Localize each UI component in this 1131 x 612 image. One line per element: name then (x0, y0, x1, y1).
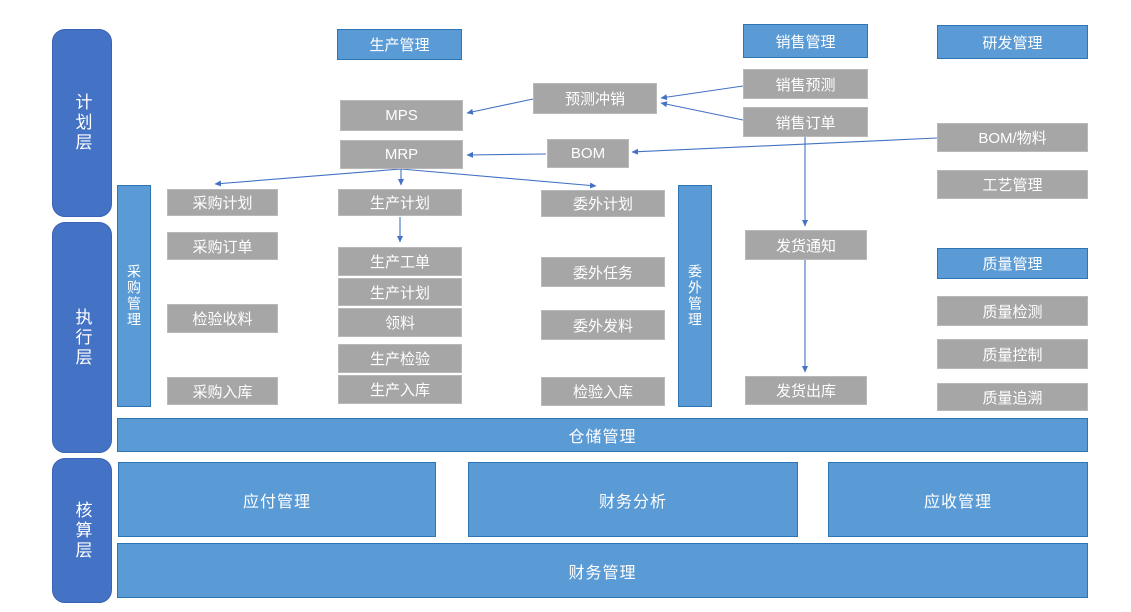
inspect-in-box: 检验入库 (541, 377, 665, 406)
forecast-offset-box: 预测冲销 (533, 83, 657, 114)
rd-mgmt-box: 研发管理 (937, 25, 1088, 59)
finance-mgmt-bar: 财务管理 (117, 543, 1088, 598)
process-mgmt-box: 工艺管理 (937, 170, 1088, 199)
bom-box: BOM (547, 139, 629, 168)
delivery-notice-box: 发货通知 (745, 230, 867, 260)
sales-forecast-box: 销售预测 (743, 69, 868, 99)
purchase-plan-box: 采购计划 (167, 189, 278, 216)
outsource-task-box: 委外任务 (541, 257, 665, 287)
payable-mgmt-box: 应付管理 (118, 462, 436, 537)
purchase-mgmt-bar: 采购管理 (117, 185, 151, 407)
prod-plan-box: 生产计划 (338, 189, 462, 216)
quality-inspect-box: 质量检测 (937, 296, 1088, 326)
purchase-in-box: 采购入库 (167, 377, 278, 405)
purchase-order-box: 采购订单 (167, 232, 278, 260)
mrp-box: MRP (340, 140, 463, 169)
arrow-bom-to-mrp (466, 151, 547, 158)
layer-execute: 执行层 (52, 222, 112, 453)
arrow-sales-order-to-forecast-offset (660, 101, 744, 121)
quality-mgmt-box: 质量管理 (937, 248, 1088, 279)
layer-account: 核算层 (52, 458, 112, 603)
arrow-bom-material-to-bom (631, 137, 938, 155)
sales-mgmt-box: 销售管理 (743, 24, 868, 58)
prod-workorder-box: 生产工单 (338, 247, 462, 276)
outsource-mgmt-bar: 委外管理 (678, 185, 712, 407)
outsource-issue-box: 委外发料 (541, 310, 665, 340)
inspect-receive-box: 检验收料 (167, 304, 278, 333)
prod-plan2-box: 生产计划 (338, 278, 462, 306)
quality-control-box: 质量控制 (937, 339, 1088, 369)
sales-order-box: 销售订单 (743, 107, 868, 137)
layer-plan: 计划层 (52, 29, 112, 217)
quality-trace-box: 质量追溯 (937, 383, 1088, 411)
arrow-forecast-offset-to-mps (466, 98, 534, 115)
prod-inspect-box: 生产检验 (338, 344, 462, 373)
arrow-mrp-to-purchase-plan (214, 168, 402, 187)
delivery-out-box: 发货出库 (745, 376, 867, 405)
warehouse-mgmt-bar: 仓储管理 (117, 418, 1088, 452)
production-mgmt-box: 生产管理 (337, 29, 462, 60)
arrow-sales-forecast-to-forecast-offset (660, 85, 744, 101)
bom-material-box: BOM/物料 (937, 123, 1088, 152)
arrow-mrp-to-outsource-plan (400, 168, 597, 189)
prod-in-box: 生产入库 (338, 375, 462, 404)
outsource-plan-box: 委外计划 (541, 190, 665, 217)
finance-analysis-box: 财务分析 (468, 462, 798, 537)
material-pick-box: 领料 (338, 308, 462, 337)
receivable-mgmt-box: 应收管理 (828, 462, 1088, 537)
mps-box: MPS (340, 100, 463, 131)
